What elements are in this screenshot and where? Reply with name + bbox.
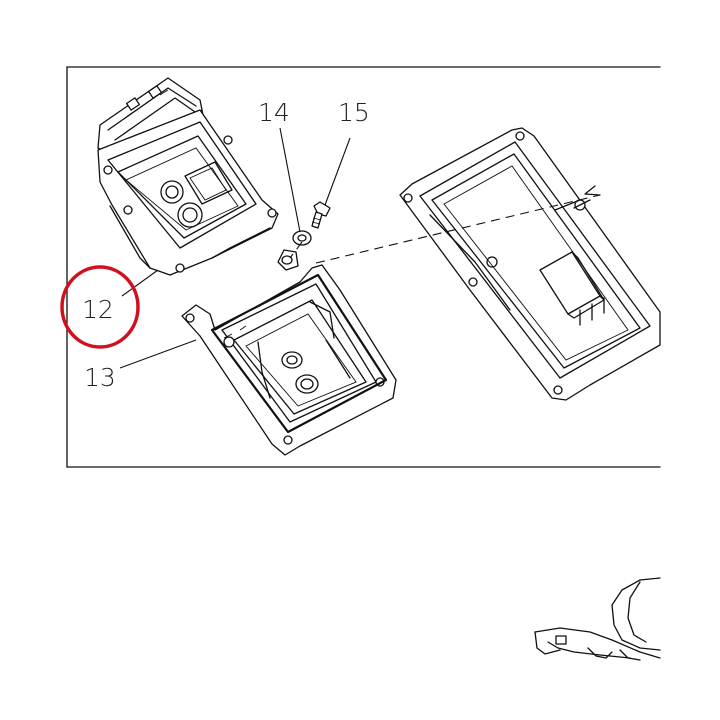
highlight-ring-callout-12 bbox=[60, 265, 140, 349]
leader-lines bbox=[119, 127, 601, 369]
callout-15: 15 bbox=[338, 98, 370, 127]
callout-13: 13 bbox=[84, 363, 116, 392]
washer-part-14 bbox=[292, 230, 312, 246]
cover-plate bbox=[399, 127, 661, 401]
vehicle-location-thumbnail bbox=[534, 577, 661, 661]
screw-part-15 bbox=[311, 201, 331, 229]
ecu-module-part-12 bbox=[97, 77, 279, 276]
callout-12: 12 bbox=[82, 295, 114, 324]
callout-labels: 12 13 14 15 bbox=[82, 98, 370, 392]
mounting-bracket-part-13 bbox=[181, 249, 397, 456]
diagram-frame bbox=[66, 66, 661, 468]
callout-14: 14 bbox=[258, 98, 290, 127]
